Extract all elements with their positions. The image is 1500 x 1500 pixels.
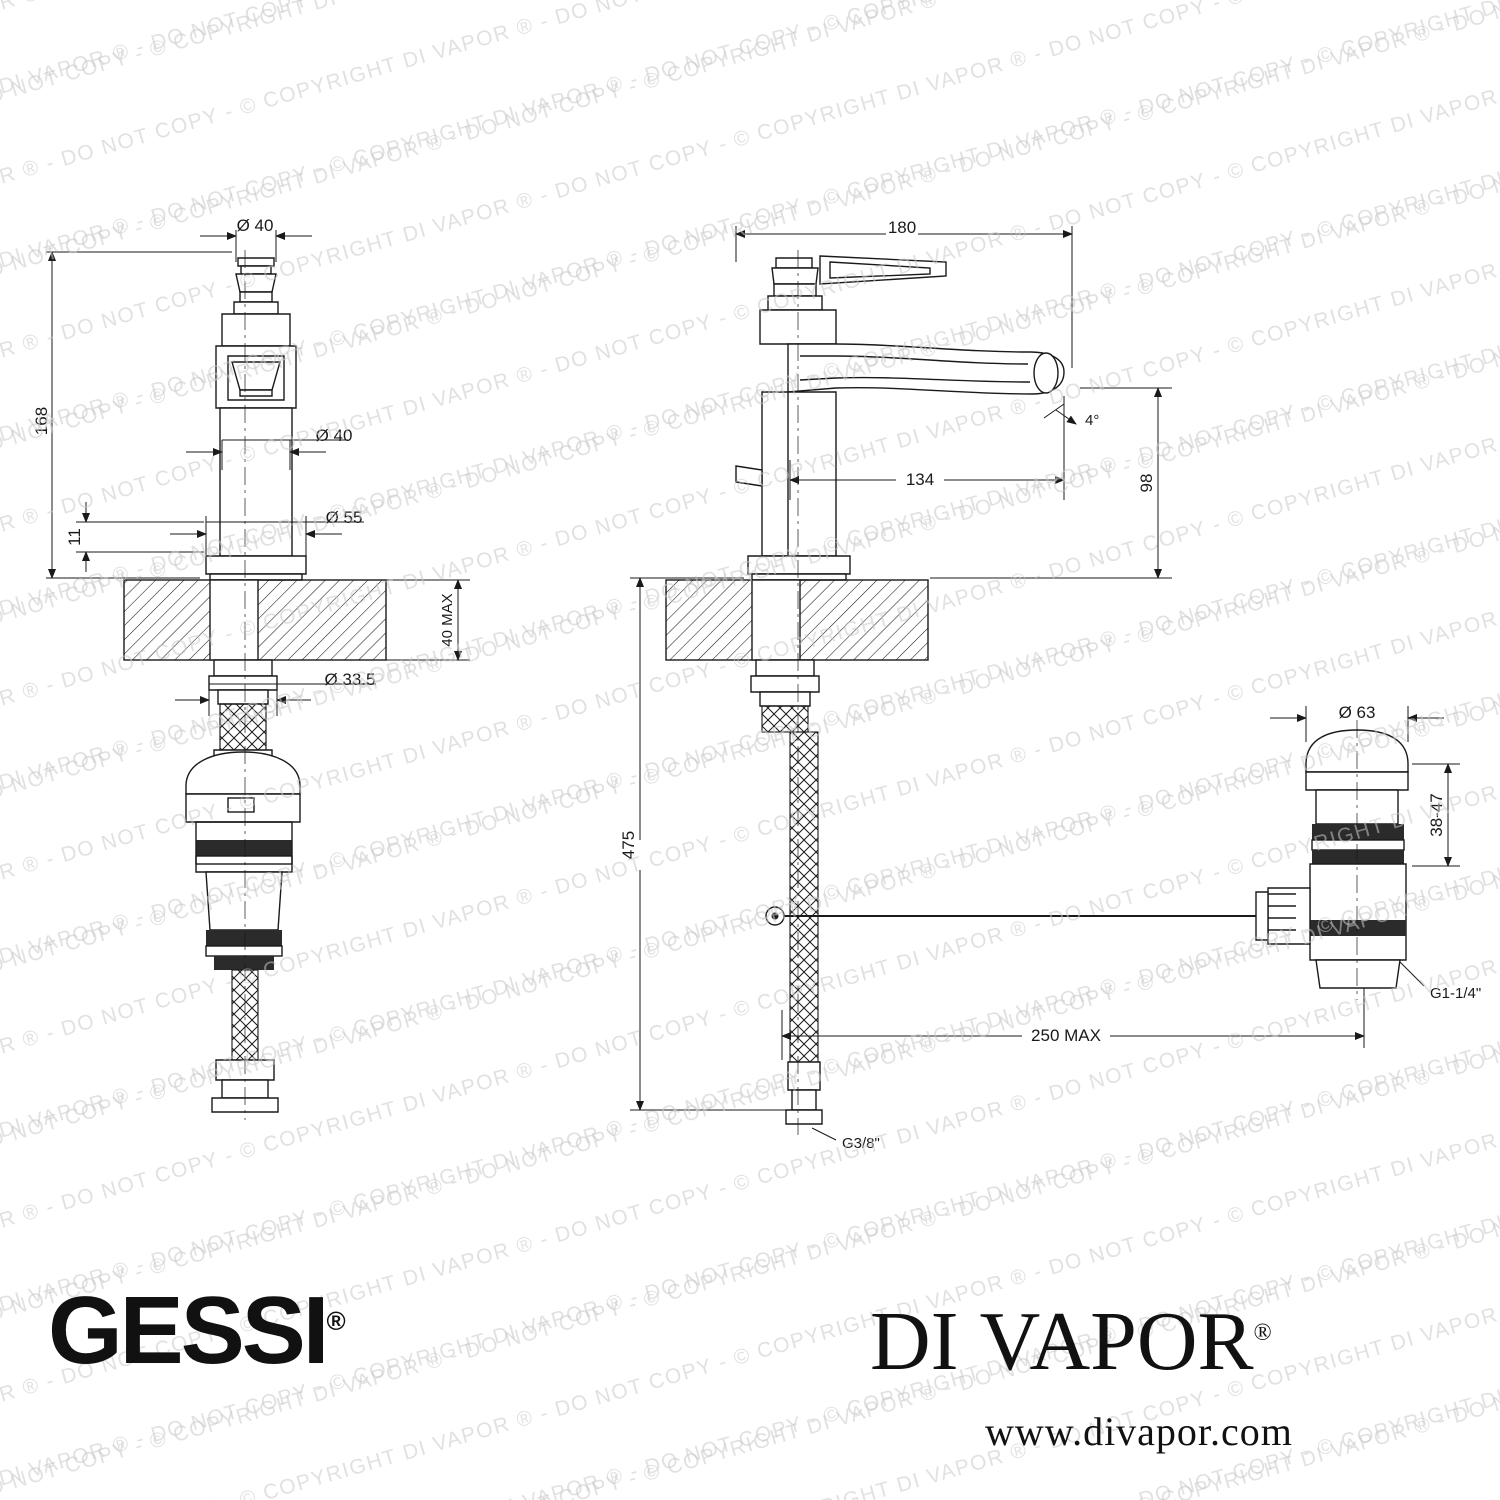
label-spout-134: 134 [906,470,934,489]
label-40-max: 40 MAX [439,593,456,646]
label-thread-g114: G1-1/4" [1430,985,1481,1002]
label-angle-4: 4° [1085,412,1099,429]
gessi-logo: GESSI® [48,1283,346,1379]
label-dia-33-5: Ø 33.5 [324,670,375,689]
label-250-max: 250 MAX [1031,1026,1101,1045]
label-height-98: 98 [1137,474,1156,493]
divapor-logo: DI VAPOR® [870,1300,1272,1384]
divapor-vapor: VAPOR [979,1295,1254,1388]
gessi-wordmark: GESSI [48,1277,329,1384]
label-height-11: 11 [65,528,84,546]
label-dia-40-top: Ø 40 [237,216,274,235]
label-total-475: 475 [619,831,638,859]
divapor-di: DI [870,1295,959,1388]
label-height-168: 168 [32,407,51,435]
registered-mark-icon-2: ® [1253,1320,1272,1346]
label-dia-40-body: Ø 40 [316,426,353,445]
side-view-dimensions [630,226,1365,1141]
label-width-180: 180 [888,218,916,237]
side-view-geometry [665,250,1268,1135]
dimension-labels: Ø 40 168 Ø 40 Ø 55 11 40 MAX Ø 33.5 180 … [32,216,1481,1152]
label-dia-63: Ø 63 [1339,703,1376,722]
front-view-dimensions [46,230,470,716]
waste-view-dimensions [1270,706,1460,987]
front-view-geometry [123,250,387,1120]
divapor-website: www.divapor.com [985,1409,1293,1454]
label-38-47: 38-47 [1427,793,1446,836]
label-thread-g38: G3/8" [842,1135,880,1152]
waste-view-geometry [1255,720,1409,1000]
registered-mark-icon: ® [326,1306,346,1336]
label-dia-55: Ø 55 [326,508,363,527]
